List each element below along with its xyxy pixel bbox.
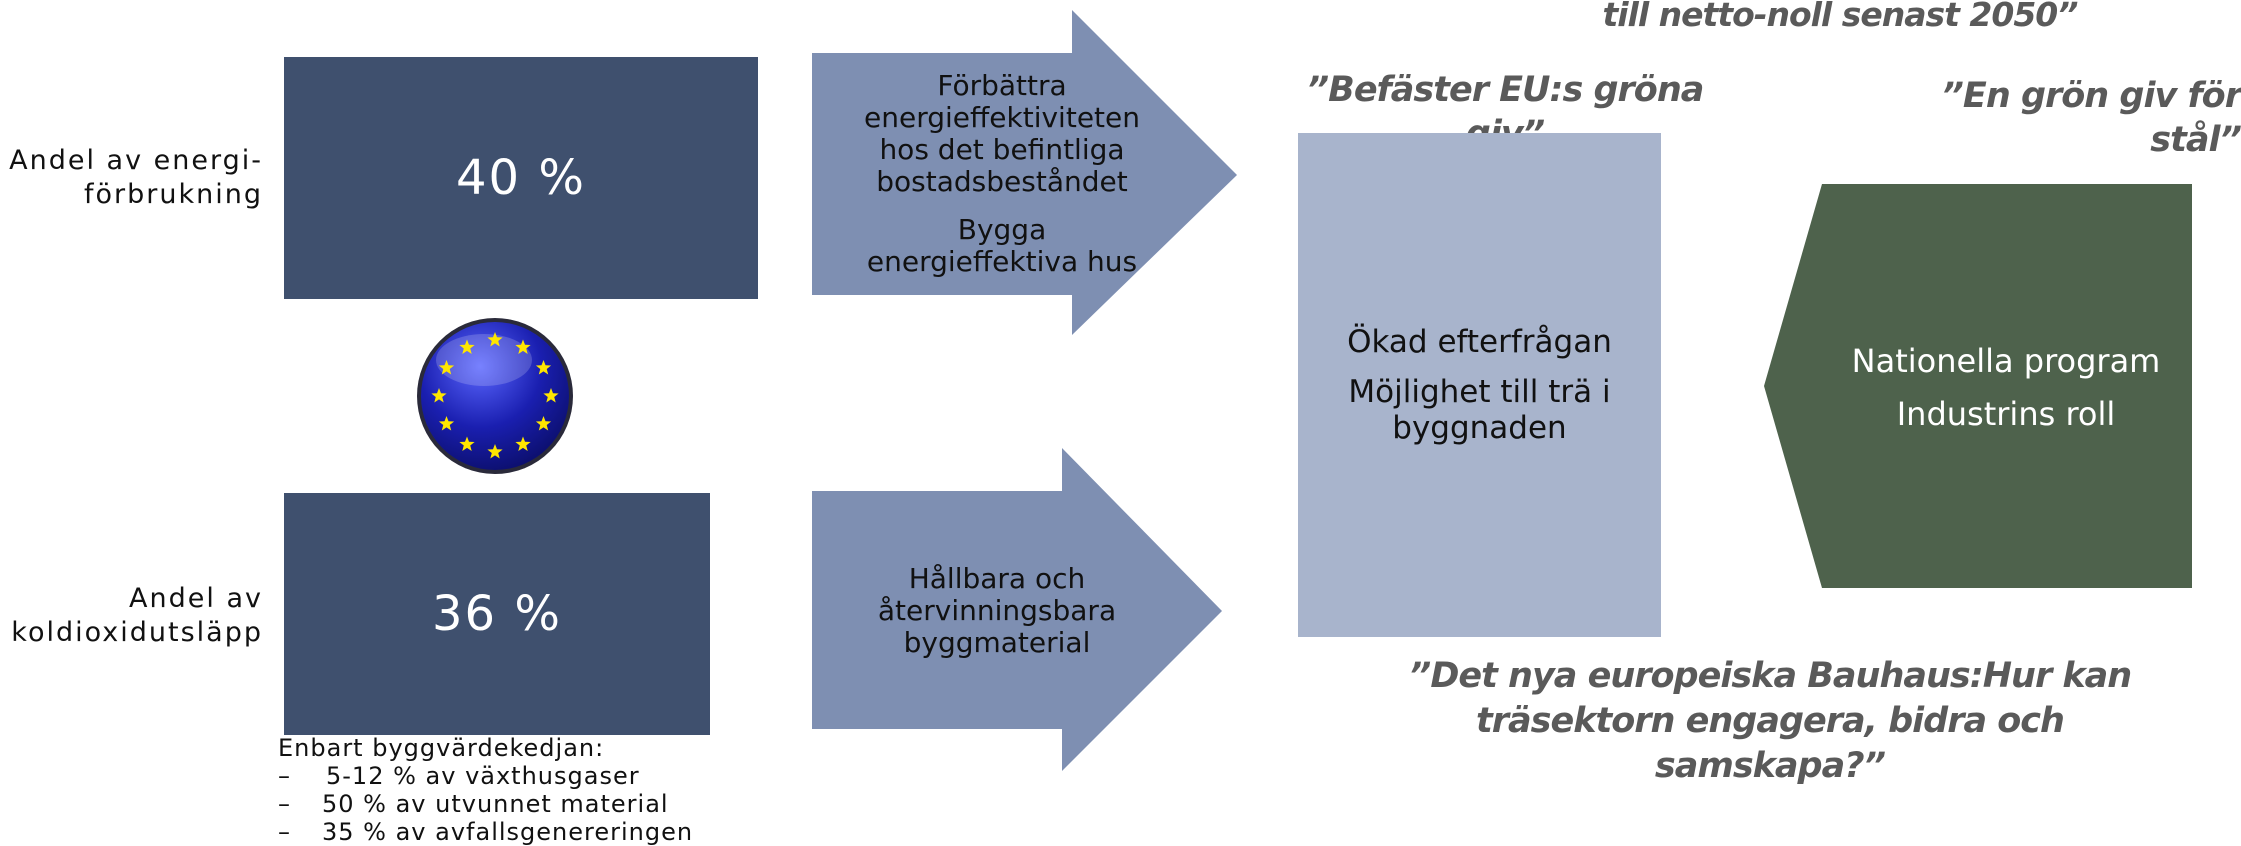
- eu-star-icon: [459, 339, 475, 354]
- energy-share-box: 40 %: [284, 57, 758, 299]
- label-energy-share: Andel av energi- förbrukning: [9, 145, 263, 210]
- eu-star-icon: [438, 416, 455, 431]
- eu-star-icon: [543, 388, 559, 403]
- industry-role-text: Industrins roll: [1896, 395, 2116, 433]
- label-co2-share: Andel av koldioxidutsläpp: [11, 583, 263, 648]
- arrow-text-build-efficient: Bygga energieffektiva hus: [866, 213, 1138, 278]
- eu-star-icon: [431, 388, 447, 403]
- arrow-text-improve-efficiency: Förbättra energieffektiviteten hos det b…: [864, 69, 1140, 198]
- list-item: – 50 % av utvunnet material: [278, 790, 778, 818]
- list-dash: –: [278, 762, 291, 790]
- list-item-text: 50 % av utvunnet material: [322, 790, 669, 818]
- quote-green-deal-steel: ”En grön giv för stål”: [1941, 76, 2241, 160]
- list-item: – 5-12 % av växthusgaser: [278, 762, 778, 790]
- arrow-energy-efficiency: [812, 10, 1237, 335]
- eu-star-icon: [438, 360, 455, 375]
- eu-star-icon: [515, 339, 531, 354]
- national-programs-text: Nationella program: [1851, 342, 2161, 380]
- co2-share-box: 36 %: [284, 493, 710, 735]
- eu-star-icon: [487, 332, 503, 347]
- co2-share-value: 36 %: [432, 586, 562, 642]
- center-wood-text: Möjlighet till trä i byggnaden: [1348, 374, 1611, 446]
- list-item-text: 5-12 % av växthusgaser: [326, 762, 640, 790]
- quote-net-zero: till netto-noll senast 2050”: [1602, 0, 2078, 34]
- value-chain-note: Enbart byggvärdekedjan: – 5-12 % av växt…: [278, 734, 778, 846]
- eu-star-icon: [535, 360, 552, 375]
- center-demand-box: Ökad efterfrågan Möjlighet till trä i by…: [1298, 133, 1661, 637]
- center-demand-text: Ökad efterfrågan: [1347, 324, 1612, 360]
- list-dash: –: [278, 790, 291, 818]
- arrow-sustainable-materials: [812, 448, 1237, 771]
- eu-flag-icon: [414, 315, 576, 477]
- list-item-text: 35 % av avfallsgenereringen: [322, 818, 694, 846]
- arrow-text-sustainable-materials: Hållbara och återvinningsbara byggmateri…: [877, 562, 1117, 659]
- eu-star-icon: [459, 436, 475, 451]
- national-programs-box: [1764, 184, 2192, 588]
- eu-star-icon: [535, 416, 552, 431]
- list-item: – 35 % av avfallsgenereringen: [278, 818, 778, 846]
- eu-star-icon: [487, 444, 503, 459]
- energy-share-value: 40 %: [456, 150, 586, 206]
- quote-bauhaus: ”Det nya europeiska Bauhaus:Hur kan träs…: [1408, 656, 2132, 786]
- value-chain-note-title: Enbart byggvärdekedjan:: [278, 734, 605, 762]
- eu-star-icon: [515, 436, 531, 451]
- list-dash: –: [278, 818, 291, 846]
